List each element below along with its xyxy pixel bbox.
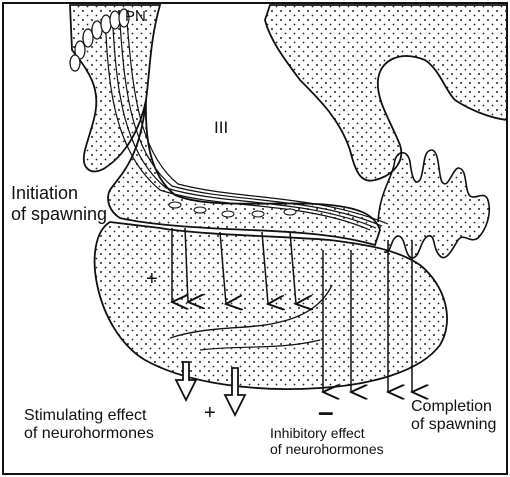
sign-plus-left: + <box>146 268 158 291</box>
label-initiation-of-spawning: Initiation of spawning <box>11 183 107 224</box>
label-pn: PN <box>125 8 146 25</box>
label-completion-of-spawning: Completion of spawning <box>411 398 496 435</box>
hypothalamus-right <box>265 5 507 181</box>
label-stimulating-effect: Stimulating effect of neurohormones <box>24 407 154 444</box>
sign-minus: – <box>318 405 334 419</box>
sign-plus-bottom: + <box>204 402 216 425</box>
pituitary-lobe <box>95 222 447 389</box>
capillary-loops <box>378 150 489 258</box>
label-third-ventricle: III <box>214 118 228 138</box>
label-inhibitory-effect: Inhibitory effect of neurohormones <box>270 425 384 457</box>
